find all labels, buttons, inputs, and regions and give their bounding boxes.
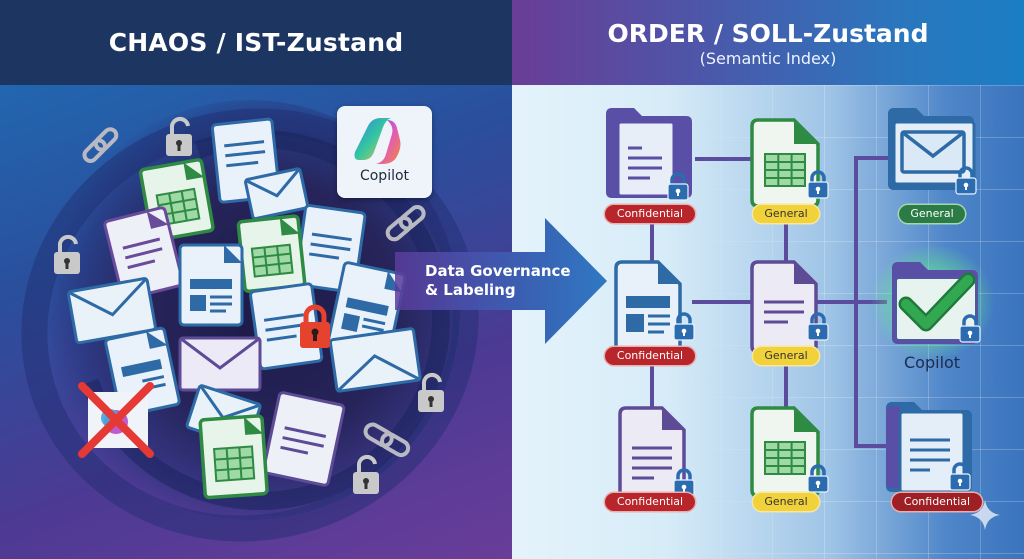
chaos-header: CHAOS / IST-Zustand [0, 0, 512, 85]
order-subtitle: (Semantic Index) [699, 49, 837, 68]
arrow-label-line2: & Labeling [425, 281, 516, 299]
sparkle-icon [970, 500, 1000, 530]
copilot-logo-icon [354, 118, 401, 198]
broken-link-icon [82, 127, 119, 163]
chaos-title: CHAOS / IST-Zustand [108, 28, 404, 57]
node-document-folder [886, 402, 972, 494]
connector-line [784, 222, 788, 262]
copilot-bubble-label: Copilot [359, 168, 410, 184]
connector-line [854, 156, 890, 160]
node-spreadsheet [750, 406, 830, 498]
label-badge-confidential: Confidential [605, 347, 695, 365]
transition-arrow [395, 218, 607, 344]
connector-line [854, 156, 858, 446]
open-lock-icon [418, 372, 444, 412]
open-lock-icon [353, 454, 379, 494]
node-document [618, 406, 696, 500]
open-lock-icon [166, 116, 192, 156]
node-spreadsheet [750, 118, 830, 208]
label-badge-general: General [753, 347, 819, 365]
connector-line [692, 300, 752, 304]
red-lock-icon [300, 304, 330, 348]
email-icon [328, 327, 422, 393]
label-badge-confidential: Confidential [605, 205, 695, 223]
order-title: ORDER / SOLL-Zustand [607, 19, 929, 48]
arrow-label-line1: Data Governance [425, 262, 571, 280]
chaos-panel: CHAOS / IST-Zustand [0, 0, 512, 559]
spreadsheet-icon [198, 414, 269, 500]
connector-line [650, 222, 654, 262]
connector-line [817, 300, 887, 304]
node-email-folder [888, 108, 978, 196]
document-icon [103, 206, 185, 301]
label-badge-general: General [899, 205, 965, 223]
node-report [614, 260, 696, 354]
chain-link-icon [363, 422, 411, 458]
email-icon [178, 336, 262, 392]
arrow-label: Data Governance & Labeling [425, 262, 585, 300]
spreadsheet-icon [236, 214, 307, 293]
order-header: ORDER / SOLL-Zustand (Semantic Index) [512, 0, 1024, 85]
chain-link-icon [385, 205, 426, 242]
order-panel: ORDER / SOLL-Zustand (Semantic Index) [512, 0, 1024, 559]
label-badge-general: General [753, 205, 819, 223]
report-icon [178, 243, 244, 327]
node-document [750, 260, 830, 354]
connector-line [650, 363, 654, 408]
open-lock-icon [54, 234, 80, 274]
connector-line [854, 444, 890, 448]
email-icon [244, 167, 310, 221]
connector-line [784, 363, 788, 408]
document-icon [262, 391, 346, 487]
label-badge-confidential: Confidential [605, 493, 695, 511]
node-document-folder [606, 108, 692, 202]
copilot-node-label: Copilot [904, 353, 961, 372]
copilot-bubble: Copilot [337, 106, 432, 198]
node-copilot-folder [870, 244, 994, 360]
copilot-blocked-icon [78, 382, 154, 458]
connector-line [695, 157, 752, 161]
chaos-pile [54, 116, 444, 500]
label-badge-general: General [753, 493, 819, 511]
label-badge-confidential: Confidential [892, 493, 982, 511]
